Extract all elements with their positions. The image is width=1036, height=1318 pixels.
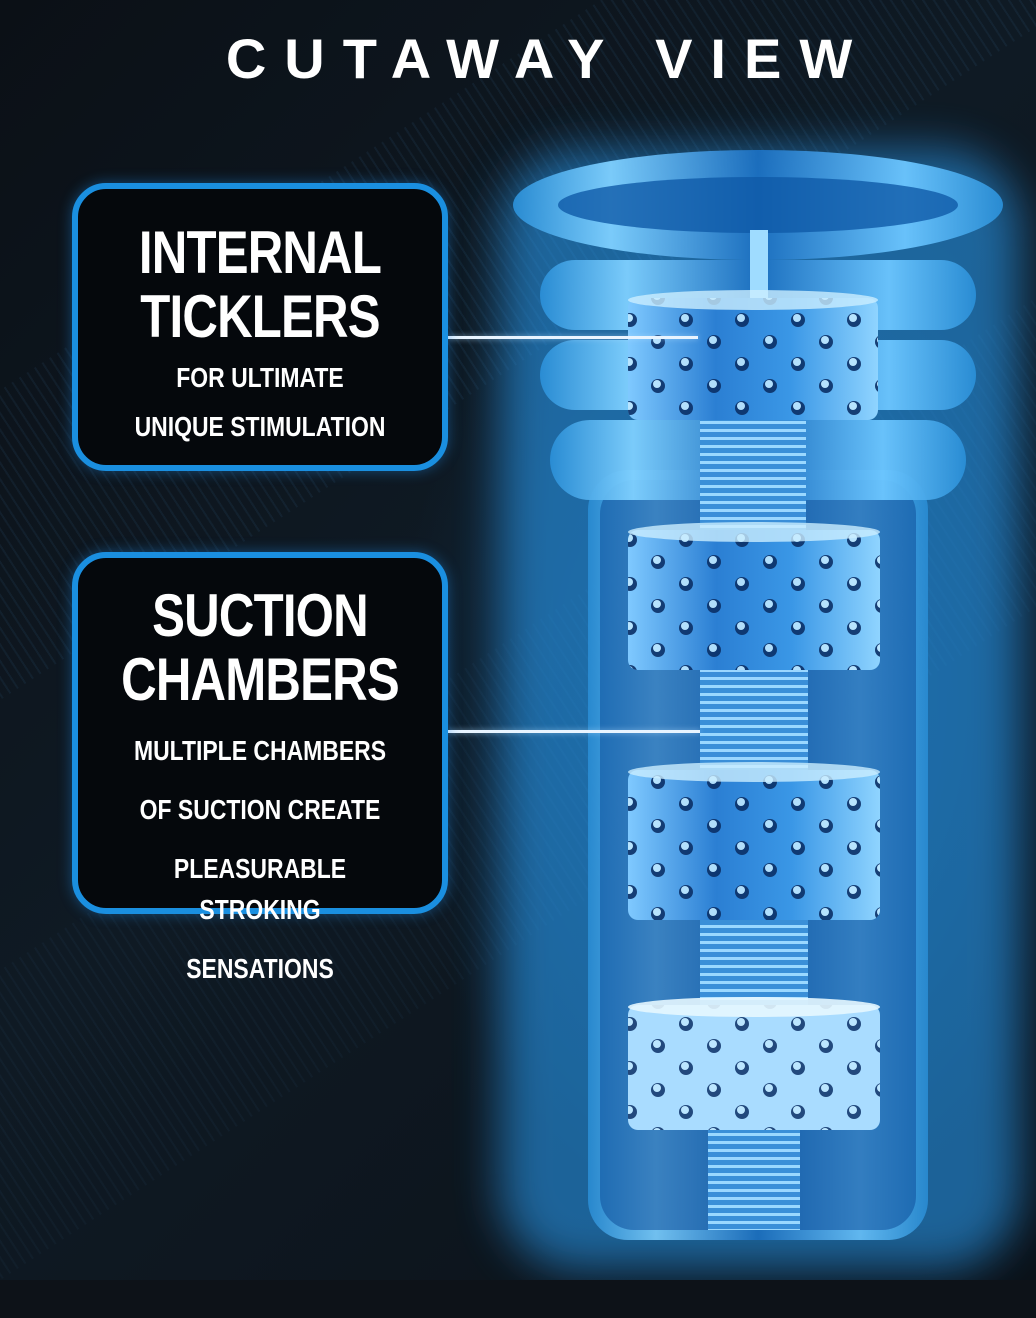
page-title: CUTAWAY VIEW	[225, 27, 871, 90]
drum-2	[628, 522, 880, 670]
callout-sub-line: MULTIPLE CHAMBERS	[133, 735, 387, 766]
thread-4	[708, 1130, 800, 1230]
callout-suction-chambers: SUCTION CHAMBERS MULTIPLE CHAMBERS OF SU…	[72, 552, 448, 984]
callout-sub-line: PLEASURABLE STROKING	[173, 853, 347, 925]
callout-sub-line: OF SUCTION CREATE	[139, 794, 381, 825]
callout-heading-line: INTERNAL	[138, 219, 382, 286]
callout-sub-line: FOR ULTIMATE	[176, 362, 344, 393]
thread-1	[700, 420, 806, 530]
leader-line-ticklers	[448, 336, 698, 339]
callout-heading-line: CHAMBERS	[121, 646, 400, 713]
thread-3	[700, 920, 808, 1010]
stem	[750, 230, 768, 300]
callout-heading-line: TICKLERS	[140, 283, 380, 350]
device-cutaway-illustration	[500, 150, 1020, 1270]
callout-heading-line: SUCTION	[152, 582, 368, 649]
callout-sub-line: SENSATIONS	[186, 953, 334, 984]
drum-1	[628, 290, 878, 420]
callout-internal-ticklers: INTERNAL TICKLERS FOR ULTIMATE UNIQUE ST…	[72, 183, 448, 471]
leader-line-chambers	[448, 730, 700, 733]
callout-sub-line: UNIQUE STIMULATION	[134, 411, 386, 442]
drum-4	[628, 997, 880, 1130]
drum-3	[628, 762, 880, 920]
thread-2	[700, 670, 808, 770]
